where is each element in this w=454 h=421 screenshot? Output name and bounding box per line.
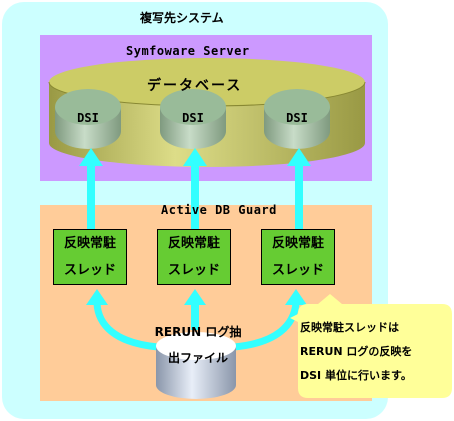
thread-label-line2: スレッド [167,263,220,278]
apply-thread-box: 反映常駐 スレッド [53,229,127,285]
symfoware-server-title: Symfoware Server [126,44,250,58]
active-db-guard-title: Active DB Guard [161,203,277,217]
apply-thread-box: 反映常駐 スレッド [157,229,231,285]
thread-label-line1: 反映常駐 [63,236,116,251]
dsi-label: DSI [286,111,308,125]
thread-label-line1: 反映常駐 [167,236,220,251]
log-file-label-line1: RERUN ログ抽 [154,325,242,339]
thread-label-line2: スレッド [271,263,324,278]
callout-box [290,294,452,398]
callout-line1: 反映常駐スレッドは [300,321,399,334]
dsi-label: DSI [77,111,99,125]
dsi-cylinder [264,89,330,149]
read-arrow [86,289,162,351]
callout-line3: DSI 単位に行います。 [300,369,412,382]
rerun-log-file-cylinder [156,332,236,399]
database-title: データベース [147,78,243,94]
apply-arrow [79,148,103,230]
dsi-cylinder [160,89,226,149]
apply-arrow [287,148,311,230]
replica-system-title: 複写先システム [140,11,224,25]
thread-label-line1: 反映常駐 [271,236,324,251]
apply-thread-box: 反映常駐 スレッド [261,229,335,285]
dsi-cylinder [55,89,121,149]
callout-text: 反映常駐スレッドは RERUN ログの反映を DSI 単位に行います。 [300,316,412,388]
read-arrow [230,289,307,351]
read-arrow [184,289,206,330]
apply-arrow [183,148,207,230]
rerun-log-file-label: RERUN ログ抽 出ファイル [150,319,246,371]
thread-label-line2: スレッド [63,263,116,278]
dsi-label: DSI [182,111,204,125]
log-file-label-line2: 出ファイル [167,351,228,365]
callout-line2: RERUN ログの反映を [300,345,413,358]
